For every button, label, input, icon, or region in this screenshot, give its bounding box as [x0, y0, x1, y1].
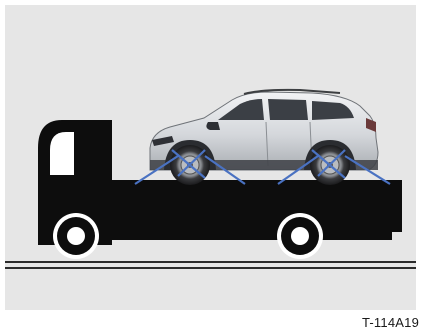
cab-window: [50, 132, 74, 175]
flatbed-deck: [112, 180, 402, 232]
rear-window: [268, 99, 308, 120]
figure-code-label: T-114A19: [362, 315, 419, 330]
road-lines: [5, 262, 416, 268]
truck-rear-wheel: [277, 213, 323, 259]
truck-front-wheel: [53, 213, 99, 259]
